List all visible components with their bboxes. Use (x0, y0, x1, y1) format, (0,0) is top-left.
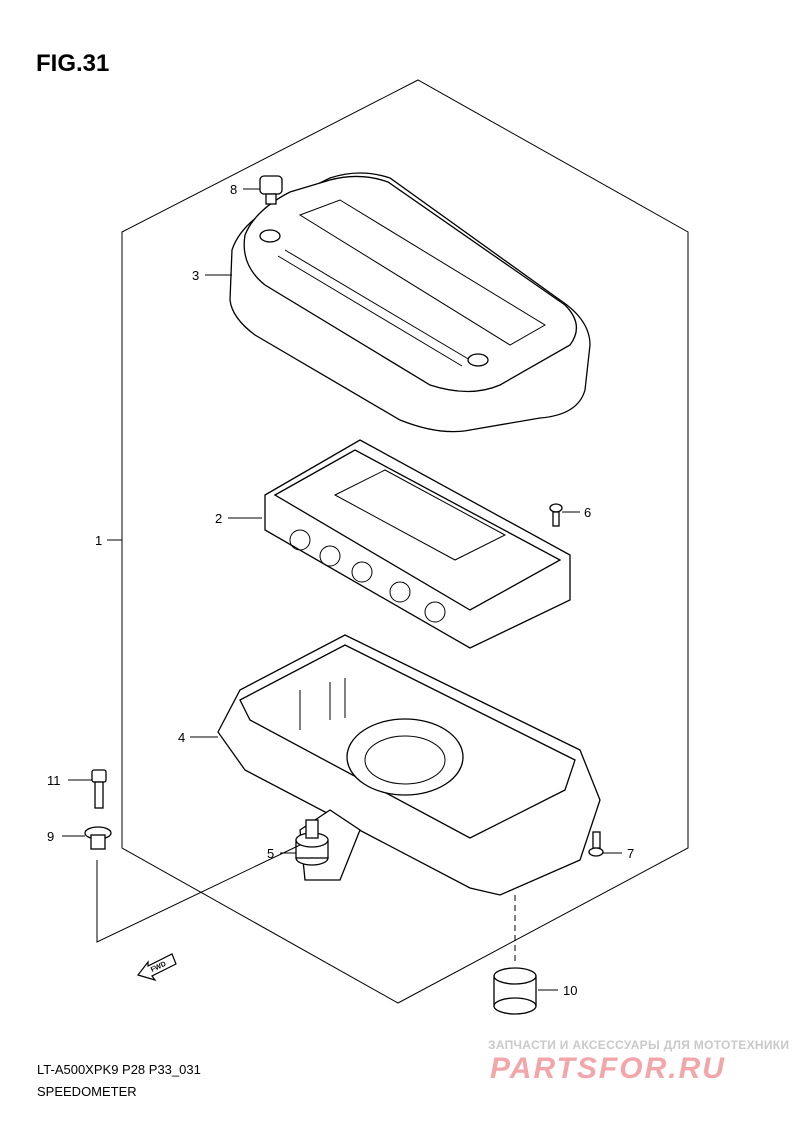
callout-1: 1 (95, 533, 102, 548)
figure-title: FIG.31 (36, 50, 110, 77)
assembly-outline (121, 79, 689, 1004)
meter-unit-part (264, 439, 571, 649)
watermark-tagline: ЗАПЧАСТИ И АКСЕССУАРЫ ДЛЯ МОТОТЕХНИКИ (488, 1038, 790, 1052)
callout-6: 6 (584, 505, 591, 520)
callout-10: 10 (563, 983, 577, 998)
diagram-name: SPEEDOMETER (37, 1084, 137, 1099)
callout-2: 2 (215, 511, 222, 526)
cushion-5-part (295, 819, 329, 866)
diagram-code: LT-A500XPK9 P28 P33_031 (37, 1062, 201, 1077)
callout-7: 7 (627, 846, 634, 861)
lower-case-part (217, 634, 601, 896)
grommet-10-part (493, 967, 537, 1015)
fwd-arrow-icon: FWD (136, 953, 177, 982)
callout-11: 11 (47, 773, 61, 788)
washer-9-part (84, 826, 112, 850)
screw-7-part (588, 831, 604, 857)
bolt-11-part (91, 769, 107, 809)
watermark-brand: PARTSFOR.RU (490, 1052, 726, 1085)
callout-3: 3 (192, 268, 199, 283)
upper-case-part (229, 172, 591, 433)
callout-4: 4 (178, 730, 185, 745)
callout-9: 9 (47, 829, 54, 844)
screw-6-part (549, 503, 563, 527)
callout-8: 8 (230, 182, 237, 197)
callout-5: 5 (267, 846, 274, 861)
cushion-bolt-part (259, 175, 283, 205)
